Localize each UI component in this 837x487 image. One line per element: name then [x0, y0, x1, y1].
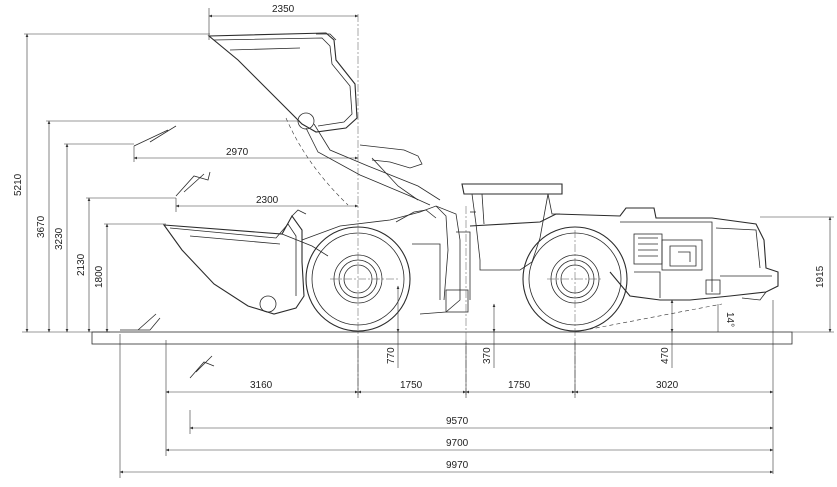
- dim-top-reach: [208, 8, 359, 40]
- dim-label-370: 370: [482, 347, 493, 364]
- dim-overall-lengths: [119, 334, 774, 478]
- operator-canopy: [461, 183, 563, 271]
- front-frame: [301, 205, 471, 315]
- departure-line: [574, 303, 723, 333]
- dim-label-9700: 9700: [446, 438, 469, 449]
- bucket-tip-marker-2: [189, 355, 215, 379]
- dim-label-3020: 3020: [656, 380, 679, 391]
- dim-label-2300: 2300: [256, 195, 279, 206]
- dim-label-9570: 9570: [446, 416, 469, 427]
- dim-label-departure-angle: 14°: [724, 312, 735, 327]
- dim-verticals-left: [22, 33, 300, 333]
- dim-label-3160: 3160: [250, 380, 273, 391]
- dim-reach-mid: [133, 125, 359, 162]
- dim-length-chain: [165, 300, 774, 474]
- dim-label-5210: 5210: [13, 173, 24, 196]
- dim-label-3230: 3230: [54, 227, 65, 250]
- dim-rear-height: [760, 216, 834, 333]
- dim-clearances: [396, 285, 719, 368]
- dim-label-1915: 1915: [815, 265, 826, 288]
- dim-label-470: 470: [660, 347, 671, 364]
- rear-body: [469, 207, 779, 301]
- loader-machine: [162, 32, 779, 333]
- centerlines: [330, 14, 603, 395]
- dim-label-1750-b: 1750: [508, 380, 531, 391]
- dim-label-770: 770: [386, 347, 397, 364]
- dim-label-3670: 3670: [36, 215, 47, 238]
- dim-label-2130: 2130: [76, 253, 87, 276]
- bucket-tip-marker: [120, 313, 161, 331]
- dim-label-2350: 2350: [272, 4, 295, 15]
- lowered-bucket: [162, 209, 329, 315]
- ground-slab: [91, 331, 793, 345]
- raised-bucket: [207, 32, 358, 133]
- motion-path: [285, 117, 349, 206]
- dim-reach-low: [175, 171, 359, 212]
- dim-label-1750-a: 1750: [400, 380, 423, 391]
- lift-arm-raised: [305, 123, 441, 206]
- dim-label-9970: 9970: [446, 460, 469, 471]
- dim-label-2970: 2970: [226, 147, 249, 158]
- dim-label-1800: 1800: [94, 265, 105, 288]
